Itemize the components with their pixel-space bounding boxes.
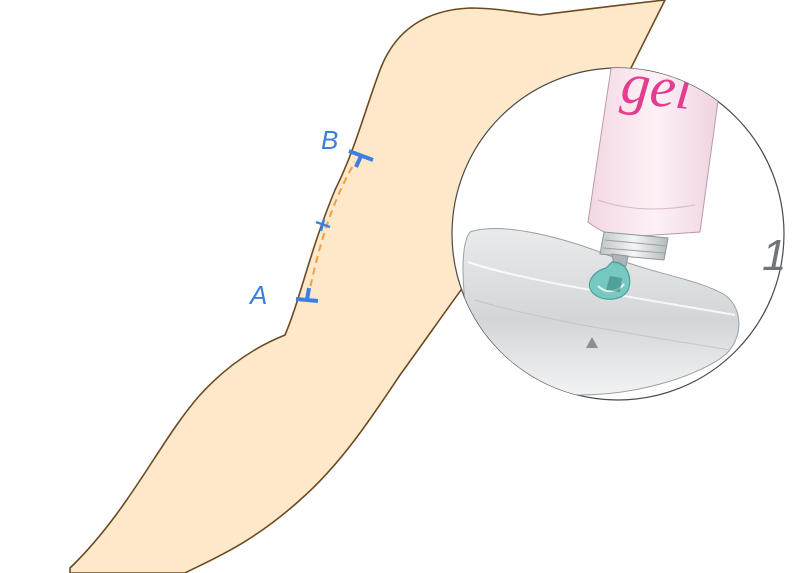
- point-a-label: A: [248, 280, 267, 310]
- point-b-label: B: [321, 125, 338, 155]
- gel-drop: [588, 261, 631, 300]
- midpoint-marker: [315, 218, 331, 232]
- point-a-marker: [295, 287, 319, 303]
- point-b-marker: [348, 149, 374, 168]
- magnifier-circle: gel 1: [451, 67, 786, 401]
- arrow-up-icon: [586, 337, 598, 348]
- measurement-path: [307, 161, 356, 299]
- step-number: 1: [762, 231, 786, 280]
